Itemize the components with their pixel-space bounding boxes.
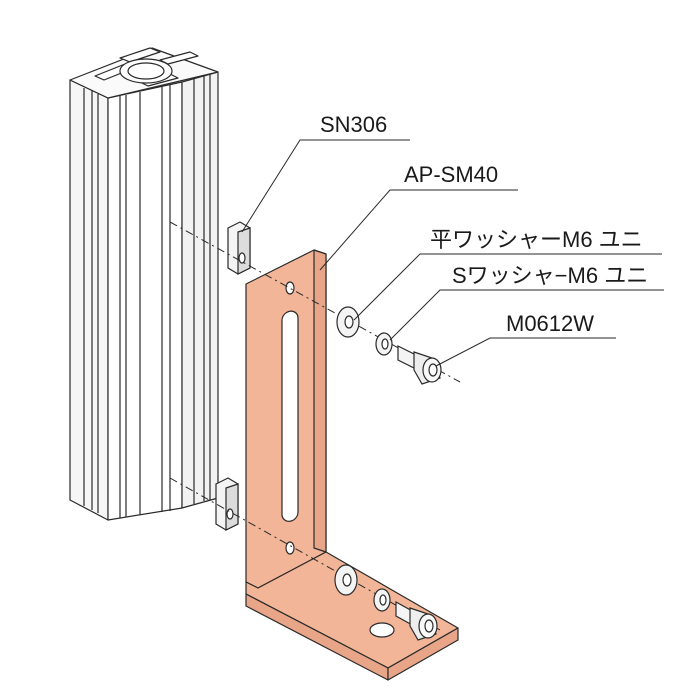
label-ap-sm40: AP-SM40 <box>404 162 498 187</box>
flat-washer-lower <box>334 564 358 596</box>
angle-bracket <box>245 249 459 681</box>
leader-sn306 <box>241 139 410 233</box>
leader-ap-sm40 <box>319 189 518 271</box>
t-nut-lower <box>215 477 239 531</box>
profile-top-detail <box>94 47 199 87</box>
spring-washer-lower <box>373 588 391 612</box>
flat-washer-upper <box>336 306 360 338</box>
leader-spring-washer <box>389 289 664 341</box>
leader-lines <box>241 139 664 367</box>
hex-socket-bolt-upper <box>397 345 442 385</box>
label-bolt: M0612W <box>506 311 594 336</box>
label-sn306: SN306 <box>320 112 387 137</box>
leader-bolt <box>435 337 616 367</box>
t-nut-upper <box>227 221 251 275</box>
label-spring-washer: Sワッシャ−M6 ユニ <box>452 263 648 288</box>
aluminum-profile <box>69 47 219 521</box>
spring-washer-upper <box>375 332 393 356</box>
label-flat-washer: 平ワッシャーM6 ユニ <box>430 227 643 252</box>
leader-flat-washer <box>353 253 662 321</box>
hex-socket-bolt-lower <box>395 600 438 641</box>
